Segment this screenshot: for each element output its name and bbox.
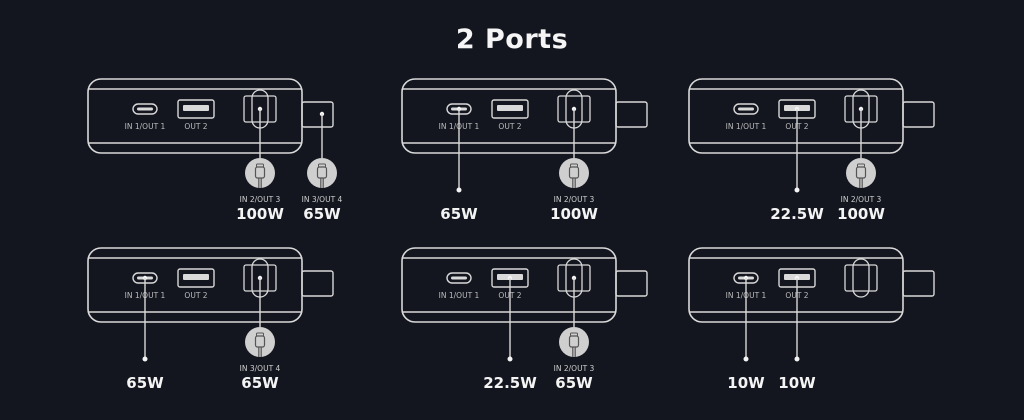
power-bank-body — [688, 78, 904, 154]
wattage-value: 65W — [126, 374, 164, 392]
cable-port-label: IN 2/OUT 3 — [841, 195, 882, 204]
cable-holder-icon — [844, 264, 878, 292]
cable-tab — [301, 270, 334, 297]
cable-plug-body — [254, 166, 266, 179]
usb-c-port-tongue — [738, 107, 754, 111]
usb-c-port-icon — [132, 103, 158, 115]
usb-c-cable-icon-bg — [846, 158, 876, 188]
wattage-value: 65W — [440, 205, 478, 223]
cable-tab — [615, 101, 648, 128]
usb-a-port-label: OUT 2 — [184, 291, 207, 300]
wattage-value: 65W — [555, 374, 593, 392]
wattage-value: 100W — [837, 205, 885, 223]
usb-c-cable-icon-bg — [307, 158, 337, 188]
cable-tab — [902, 270, 935, 297]
usb-c-port-icon — [733, 103, 759, 115]
wattage-value: 10W — [778, 374, 816, 392]
power-bank-body — [87, 247, 303, 323]
usb-c-cable-icon-bg — [245, 327, 275, 357]
wattage-value: 22.5W — [483, 374, 537, 392]
usb-a-port-tongue — [497, 105, 523, 111]
cable-tab — [615, 270, 648, 297]
power-bank-body — [688, 247, 904, 323]
cable-port-label: IN 3/OUT 4 — [240, 364, 281, 373]
power-bank-body — [87, 78, 303, 154]
cable-plug-body — [568, 335, 580, 348]
leader-end-dot — [142, 356, 148, 362]
usb-c-port-label: IN 1/OUT 1 — [125, 122, 166, 131]
usb-c-cable-icon-bg — [559, 327, 589, 357]
power-bank-body — [401, 247, 617, 323]
page-title: 2 Ports — [455, 24, 569, 55]
usb-a-port-label: OUT 2 — [184, 122, 207, 131]
active-port-usb-c: 65W — [126, 275, 164, 392]
active-port-usb-c: 10W — [727, 275, 765, 392]
cable-tab — [301, 101, 334, 128]
usb-a-port-icon — [491, 99, 529, 119]
usb-a-port-icon — [177, 268, 215, 288]
usb-a-port-icon — [177, 99, 215, 119]
cable-plug-body — [254, 335, 266, 348]
cable-tab — [902, 101, 935, 128]
active-port-usb-a: 22.5W — [770, 106, 824, 223]
cable-plug-body — [316, 166, 328, 179]
leader-end-dot — [456, 187, 462, 193]
usb-a-port-label: OUT 2 — [498, 122, 521, 131]
active-port-usb-c: 65W — [440, 106, 478, 223]
usb-c-cable-icon-bg — [559, 158, 589, 188]
cable-port-label: IN 2/OUT 3 — [554, 195, 595, 204]
usb-c-port-icon — [446, 272, 472, 284]
usb-c-port-tongue — [451, 276, 467, 280]
leader-end-dot — [794, 187, 800, 193]
cable-plug-body — [855, 166, 867, 179]
wattage-value: 100W — [236, 205, 284, 223]
usb-a-port-tongue — [183, 274, 209, 280]
usb-c-cable-icon-bg — [245, 158, 275, 188]
wattage-value: 100W — [550, 205, 598, 223]
leader-end-dot — [743, 356, 749, 362]
cable-port-label: IN 2/OUT 3 — [240, 195, 281, 204]
leader-end-dot — [507, 356, 513, 362]
active-port-usb-a: 10W — [778, 275, 816, 392]
cable-port-label: IN 2/OUT 3 — [554, 364, 595, 373]
usb-c-port-label: IN 1/OUT 1 — [439, 291, 480, 300]
usb-c-port-tongue — [137, 107, 153, 111]
wattage-value: 22.5W — [770, 205, 824, 223]
cable-port-label: IN 3/OUT 4 — [302, 195, 343, 204]
wattage-value: 10W — [727, 374, 765, 392]
cable-plug-body — [568, 166, 580, 179]
wattage-value: 65W — [303, 205, 341, 223]
wattage-value: 65W — [241, 374, 279, 392]
power-bank-body — [401, 78, 617, 154]
active-port-usb-a: 22.5W — [483, 275, 537, 392]
usb-a-port-tongue — [183, 105, 209, 111]
usb-c-port-label: IN 1/OUT 1 — [726, 122, 767, 131]
leader-end-dot — [794, 356, 800, 362]
cable-loop-icon — [852, 258, 870, 298]
